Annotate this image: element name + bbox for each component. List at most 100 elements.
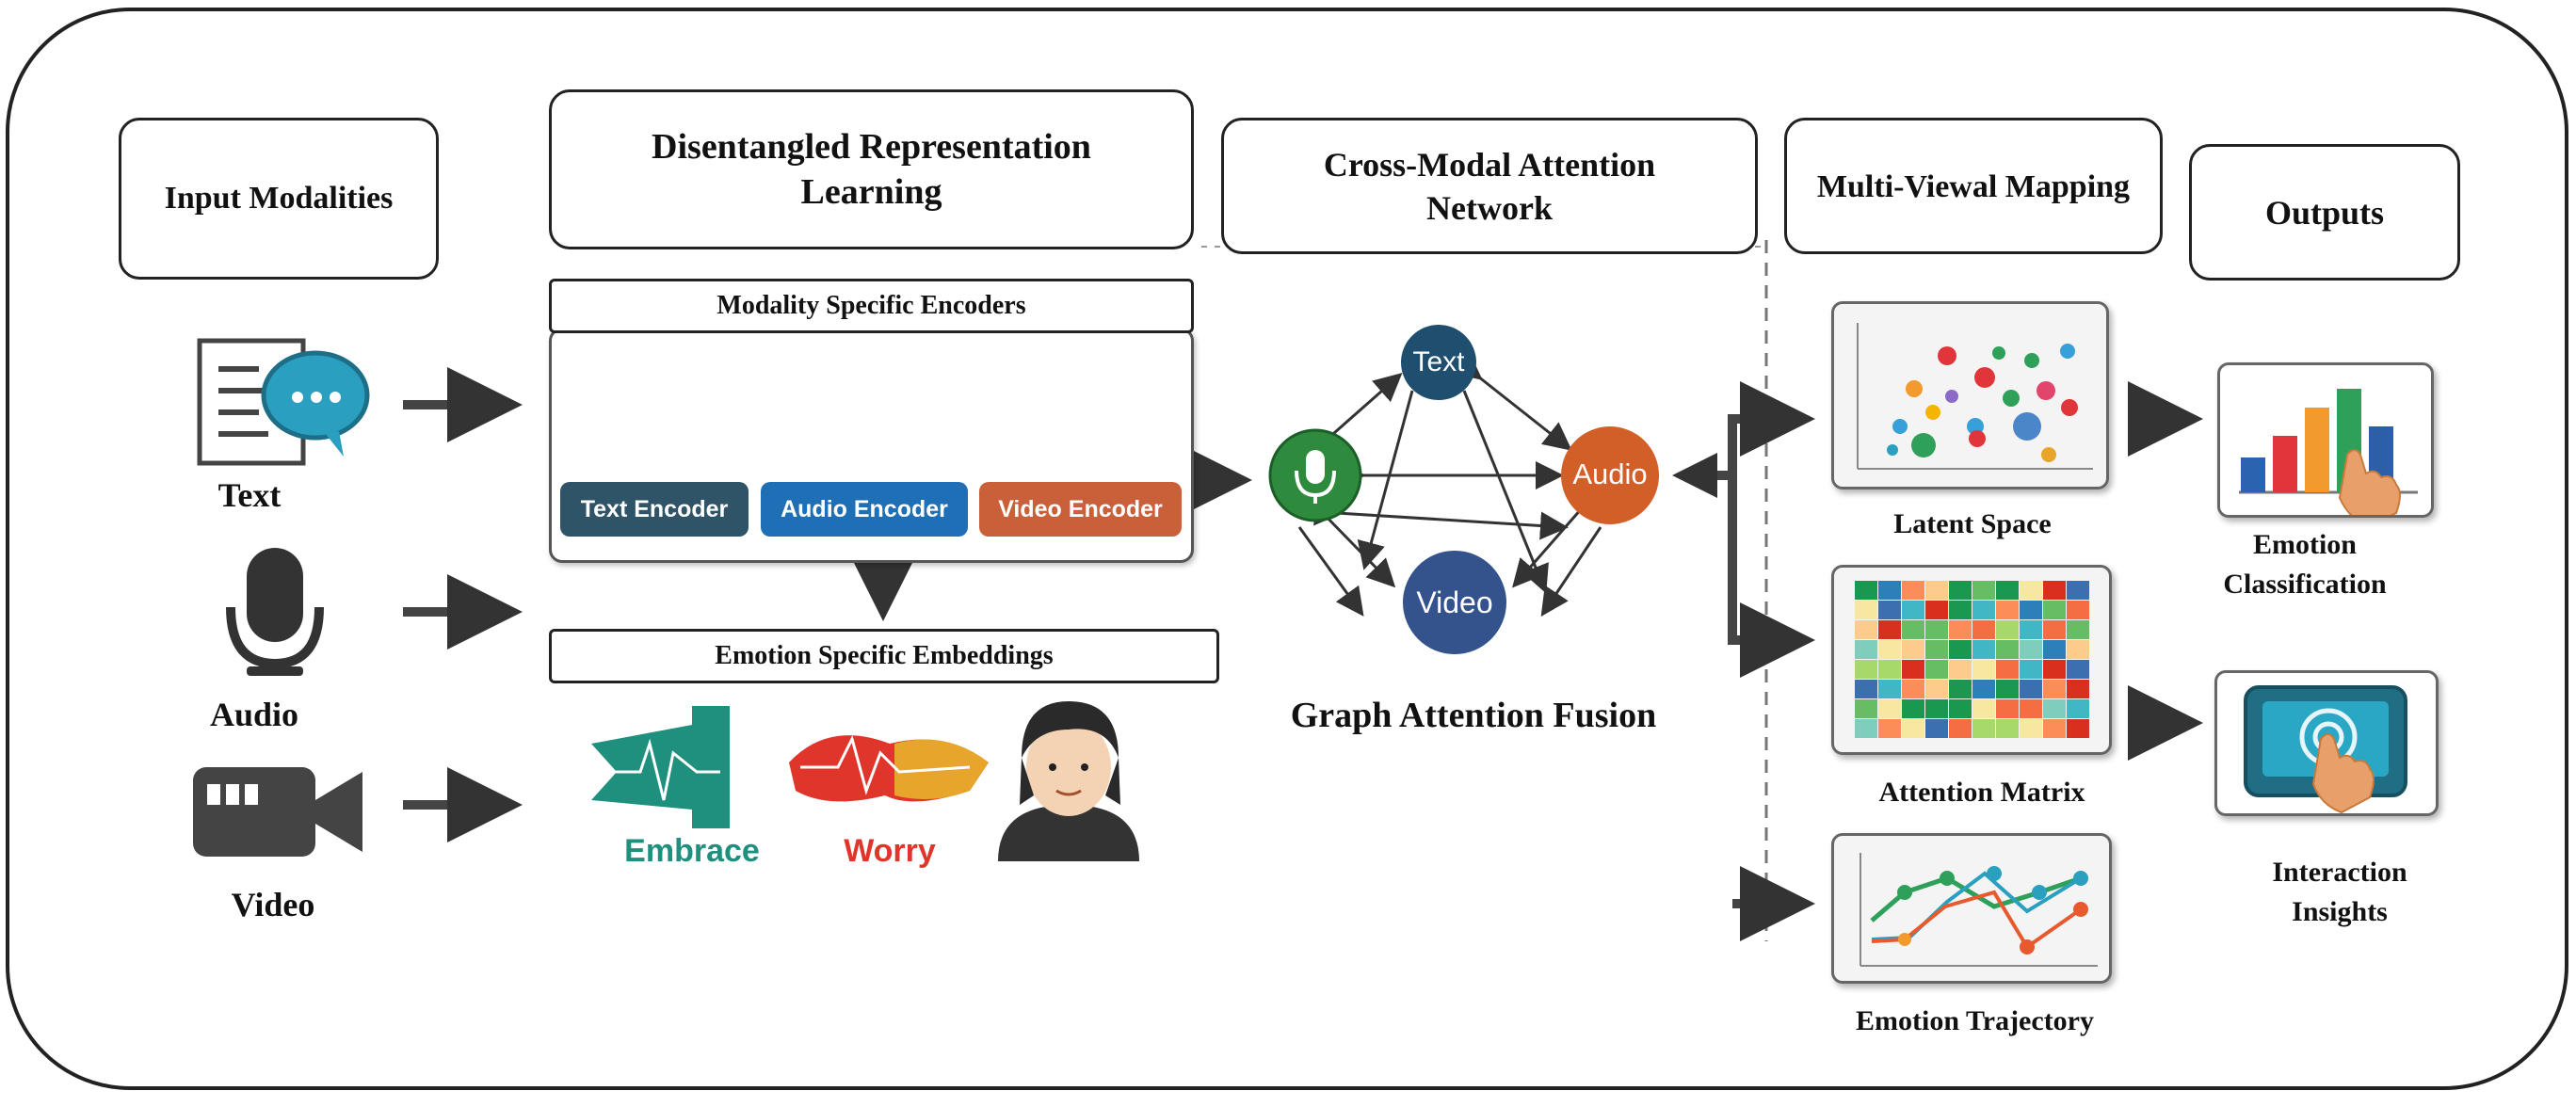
heatmap-cell	[1855, 660, 1877, 679]
heatmap-icon	[1855, 581, 2089, 738]
encoder-video-button: Video Encoder	[979, 482, 1182, 537]
heatmap-cell	[1878, 601, 1901, 619]
face-avatar-icon	[998, 701, 1139, 861]
microphone-icon	[226, 548, 324, 676]
heatmap-cell	[1972, 581, 1995, 600]
heatmap-cell	[1902, 620, 1924, 639]
outer-frame	[6, 8, 2568, 1090]
heatmap-cell	[2020, 719, 2042, 738]
worry-heart-icon	[789, 734, 989, 802]
heatmap-cell	[1925, 680, 1948, 698]
heatmap-cell	[1949, 581, 1972, 600]
line-chart-icon	[1860, 853, 2098, 967]
heatmap-cell	[1878, 699, 1901, 718]
heatmap-cell	[2043, 581, 2066, 600]
heatmap-cell	[1996, 719, 2019, 738]
header-input-label: Input Modalities	[164, 181, 394, 216]
heatmap-cell	[1902, 581, 1924, 600]
heatmap-cell	[1878, 640, 1901, 659]
heatmap-cell	[1972, 719, 1995, 738]
latent-space-label: Latent Space	[1893, 508, 2052, 539]
heatmap-cell	[1878, 660, 1901, 679]
header-disentangled: Disentangled Representation Learning	[549, 89, 1194, 249]
heatmap-cell	[1925, 640, 1948, 659]
latent-space-card	[1831, 301, 2109, 489]
heatmap-cell	[1878, 581, 1901, 600]
heatmap-cell	[1949, 699, 1972, 718]
embeddings-panel-title: Emotion Specific Embeddings	[549, 629, 1219, 683]
heatmap-cell	[1878, 719, 1901, 738]
header-outputs-label: Outputs	[2264, 193, 2385, 232]
heatmap-cell	[1925, 581, 1948, 600]
emotion-classification-card	[2217, 362, 2434, 528]
heatmap-cell	[2020, 699, 2042, 718]
heatmap-cell	[1996, 660, 2019, 679]
graph-node-video	[1403, 551, 1506, 654]
heatmap-cell	[1949, 620, 1972, 639]
heatmap-cell	[2067, 640, 2089, 659]
heatmap-cell	[2043, 620, 2066, 639]
heatmap-cell	[2043, 680, 2066, 698]
heatmap-cell	[1902, 601, 1924, 619]
mic-glyph-icon	[1295, 450, 1336, 504]
heatmap-cell	[2043, 719, 2066, 738]
header-cman-label: Cross-Modal Attention Network	[1323, 145, 1656, 227]
header-input-modalities: Input Modalities	[119, 118, 439, 280]
heatmap-cell	[2043, 640, 2066, 659]
heatmap-cell	[1972, 601, 1995, 619]
heatmap-cell	[2067, 620, 2089, 639]
heatmap-cell	[1949, 660, 1972, 679]
header-drl-label: Disentangled Representation Learning	[652, 127, 1091, 212]
emotion-trajectory-label: Emotion Trajectory	[1856, 1005, 2094, 1036]
graph-audio-label: Audio	[1572, 457, 1648, 490]
input-text-label: Text	[217, 476, 282, 514]
heatmap-cell	[1996, 601, 2019, 619]
interaction-insights-card	[2214, 670, 2439, 816]
interaction-insights-label: Interaction Insights	[2272, 857, 2407, 927]
attention-matrix-label: Attention Matrix	[1878, 777, 2085, 808]
heatmap-cell	[2020, 660, 2042, 679]
embrace-heart-icon	[591, 706, 730, 828]
graph-node-text	[1401, 325, 1476, 400]
heatmap-cell	[1925, 660, 1948, 679]
heatmap-cell	[1996, 640, 2019, 659]
heatmap-cell	[1878, 680, 1901, 698]
heatmap-cell	[1855, 620, 1877, 639]
heatmap-cell	[1925, 699, 1948, 718]
heatmap-cell	[1972, 660, 1995, 679]
heatmap-cell	[1996, 680, 2019, 698]
heatmap-cell	[1855, 719, 1877, 738]
heatmap-cell	[1855, 680, 1877, 698]
encoders-panel-title: Modality Specific Encoders	[549, 279, 1194, 333]
heatmap-cell	[1949, 680, 1972, 698]
heatmap-cell	[1972, 620, 1995, 639]
heatmap-cell	[1925, 601, 1948, 619]
heatmap-cell	[2020, 680, 2042, 698]
heatmap-cell	[1949, 601, 1972, 619]
embrace-label: Embrace	[624, 833, 760, 869]
header-multi-viewal: Multi-Viewal Mapping	[1784, 118, 2163, 254]
heatmap-cell	[1972, 680, 1995, 698]
heatmap-cell	[1902, 660, 1924, 679]
heatmap-cell	[1949, 719, 1972, 738]
heatmap-cell	[1902, 719, 1924, 738]
heatmap-cell	[1949, 640, 1972, 659]
heatmap-cell	[1855, 581, 1877, 600]
heatmap-cell	[2067, 699, 2089, 718]
heatmap-cell	[1902, 699, 1924, 718]
heatmap-cell	[1855, 640, 1877, 659]
heatmap-cell	[2043, 699, 2066, 718]
worry-label: Worry	[844, 833, 936, 869]
heatmap-cell	[1855, 601, 1877, 619]
heatmap-cell	[1925, 719, 1948, 738]
touch-screen-icon	[2244, 685, 2407, 814]
heatmap-cell	[1996, 620, 2019, 639]
scatter-plot-icon	[1857, 323, 2093, 470]
heatmap-cell	[1996, 699, 2019, 718]
emotion-trajectory-card	[1831, 833, 2112, 984]
heatmap-cell	[2020, 601, 2042, 619]
heatmap-cell	[1878, 620, 1901, 639]
heatmap-cell	[2043, 601, 2066, 619]
attention-matrix-card	[1831, 565, 2112, 755]
